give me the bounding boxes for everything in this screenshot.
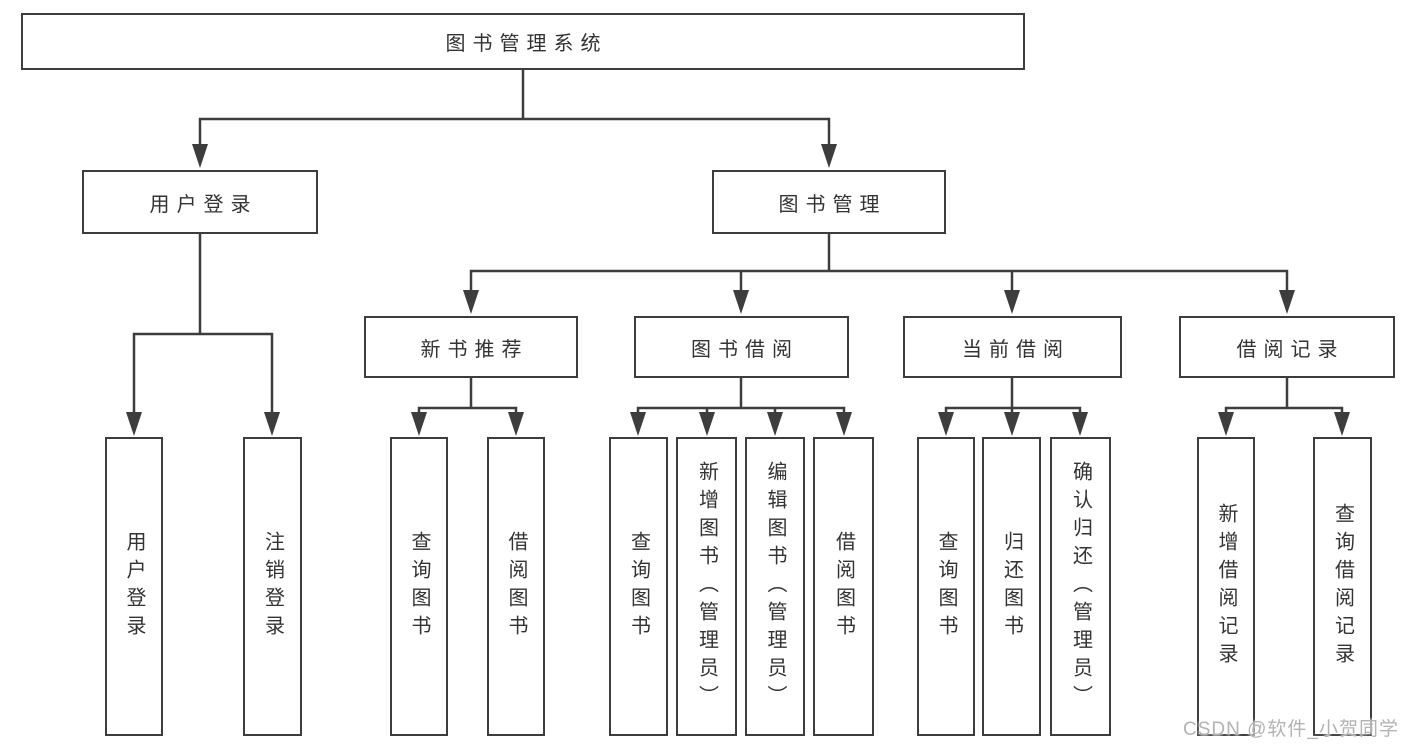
node-query-borrow-record: 查询借阅记录 bbox=[1313, 437, 1372, 736]
node-label: 图书借阅 bbox=[691, 338, 799, 361]
node-label: 查询借阅记录 bbox=[1331, 502, 1354, 671]
node-library-system: 图书管理系统 bbox=[21, 13, 1025, 70]
node-confirm-return-admin: 确认归还（管理员） bbox=[1050, 437, 1111, 736]
node-label: 新增图书（管理员） bbox=[695, 460, 718, 713]
node-user-login-branch: 用户登录 bbox=[82, 170, 318, 234]
node-book-management-branch: 图书管理 bbox=[712, 170, 946, 234]
node-label: 用户登录 bbox=[123, 530, 145, 643]
node-edit-book-admin: 编辑图书（管理员） bbox=[745, 437, 805, 736]
connector-path bbox=[1224, 376, 1344, 416]
node-current-borrowing: 当前借阅 bbox=[903, 316, 1122, 378]
connector-path bbox=[636, 376, 846, 416]
node-return-book: 归还图书 bbox=[982, 437, 1041, 736]
arrowheads bbox=[126, 144, 1350, 436]
node-book-borrowing: 图书借阅 bbox=[634, 316, 849, 378]
node-label: 当前借阅 bbox=[962, 338, 1070, 361]
node-query-books-current: 查询图书 bbox=[917, 437, 975, 736]
node-add-borrow-record: 新增借阅记录 bbox=[1197, 437, 1255, 736]
node-borrowing-records: 借阅记录 bbox=[1179, 316, 1395, 378]
connector-path bbox=[417, 376, 518, 416]
node-label: 新增借阅记录 bbox=[1215, 502, 1237, 671]
node-label: 确认归还（管理员） bbox=[1069, 460, 1092, 713]
node-logout: 注销登录 bbox=[243, 437, 302, 736]
node-borrow-books: 借阅图书 bbox=[813, 437, 874, 736]
node-label: 借阅图书 bbox=[505, 530, 527, 643]
node-borrow-books-recommend: 借阅图书 bbox=[487, 437, 545, 736]
connector-path bbox=[132, 232, 274, 416]
node-query-books-borrowing: 查询图书 bbox=[609, 437, 668, 736]
node-label: 新书推荐 bbox=[420, 338, 529, 361]
node-label: 归还图书 bbox=[1000, 530, 1023, 643]
watermark: CSDN @软件_小贺同学 bbox=[1183, 719, 1399, 740]
node-query-books-recommend: 查询图书 bbox=[390, 437, 448, 736]
node-label: 查询图书 bbox=[627, 530, 650, 643]
node-label: 查询图书 bbox=[935, 530, 957, 643]
node-label: 图书管理 bbox=[778, 193, 887, 216]
node-label: 借阅记录 bbox=[1236, 338, 1345, 361]
node-label: 借阅图书 bbox=[832, 530, 855, 643]
node-add-book-admin: 新增图书（管理员） bbox=[676, 437, 737, 736]
node-label: 用户登录 bbox=[149, 193, 258, 216]
node-label: 图书管理系统 bbox=[445, 33, 608, 55]
node-label: 注销登录 bbox=[261, 530, 284, 643]
connector-path bbox=[944, 375, 1082, 416]
node-user-login: 用户登录 bbox=[105, 437, 163, 736]
node-new-book-recommend: 新书推荐 bbox=[364, 316, 578, 378]
connector-path bbox=[198, 68, 831, 148]
node-label: 查询图书 bbox=[408, 530, 430, 643]
connector-path bbox=[469, 232, 1289, 294]
node-label: 编辑图书（管理员） bbox=[764, 460, 786, 713]
